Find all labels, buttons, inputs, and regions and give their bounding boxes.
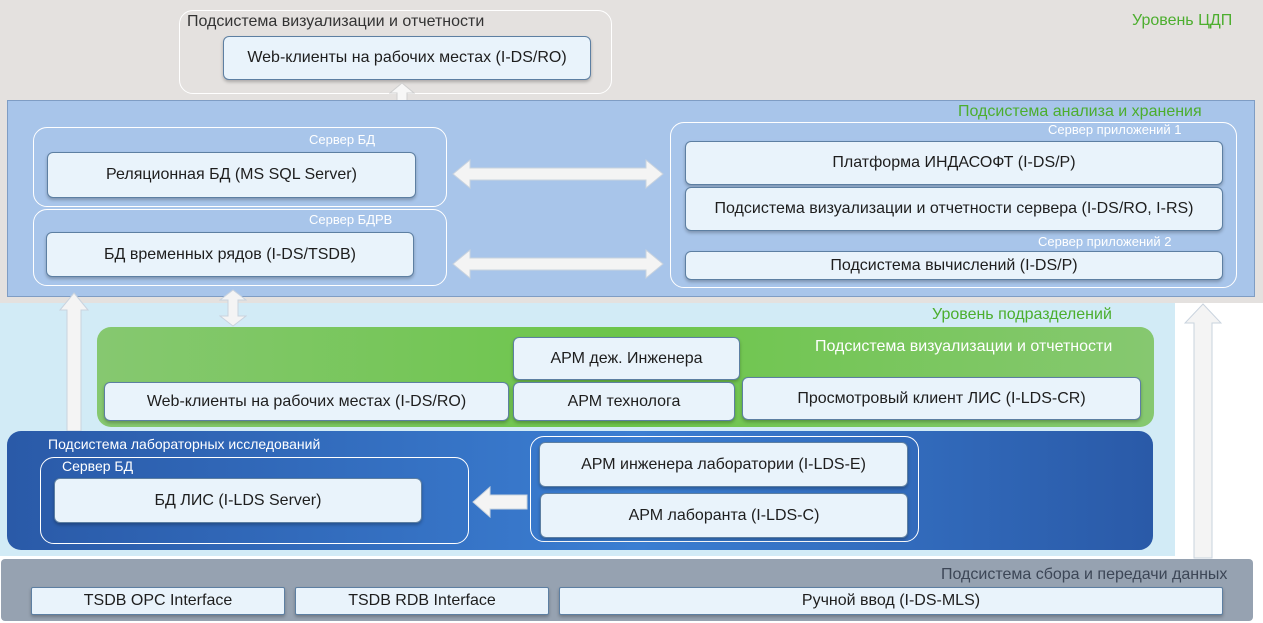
- double-arrow-vertical: [219, 289, 247, 327]
- tsdb-box: БД временных рядов (I-DS/TSDB): [46, 232, 414, 277]
- right-up-arrow: [1184, 303, 1222, 559]
- div-viz-title: Подсистема визуализации и отчетности: [815, 338, 1113, 355]
- db-server-label: Сервер БД: [309, 132, 376, 147]
- top-web-clients-box: Web-клиенты на рабочих местах (I-DS/RO): [223, 36, 591, 80]
- cdp-level-label: Уровень ЦДП: [1132, 12, 1233, 29]
- platform-box: Платформа ИНДАСОФТ (I-DS/P): [685, 141, 1223, 185]
- left-up-arrow: [59, 292, 89, 432]
- arm-duty-box: АРМ деж. Инженера: [513, 337, 740, 380]
- server-viz-box: Подсистема визуализации и отчетности сер…: [685, 187, 1223, 231]
- viewer-client-box: Просмотровый клиент ЛИС (I-LDS-CR): [742, 377, 1141, 420]
- relational-db-box: Реляционная БД (MS SQL Server): [47, 152, 416, 198]
- double-arrow-db-app1: [452, 158, 664, 190]
- lab-title: Подсистема лабораторных исследований: [48, 436, 321, 452]
- arm-tech-box: АРМ технолога: [513, 382, 735, 421]
- calc-box: Подсистема вычислений (I-DS/P): [685, 251, 1223, 280]
- lab-arm-group: [530, 436, 919, 542]
- rtdb-server-label: Сервер БДРВ: [309, 212, 393, 227]
- app-server2-label: Сервер приложений 2: [1038, 234, 1172, 249]
- analysis-title: Подсистема анализа и хранения: [958, 103, 1202, 120]
- app-servers-group: [670, 122, 1237, 288]
- arm-lab-assistant-box: АРМ лаборанта (I-LDS-C): [540, 493, 908, 538]
- top-viz-title: Подсистема визуализации и отчетности: [187, 13, 485, 30]
- db-server-group: [33, 127, 447, 207]
- lab-db-server-label: Сервер БД: [62, 458, 134, 474]
- double-arrow-rtdb-app2: [452, 248, 664, 280]
- app-server1-label: Сервер приложений 1: [1048, 122, 1182, 137]
- opc-interface-box: TSDB OPC Interface: [31, 587, 285, 615]
- arm-lab-engineer-box: АРМ инженера лаборатории (I-LDS-E): [539, 442, 908, 487]
- rtdb-server-group: [33, 209, 447, 286]
- collection-title: Подсистема сбора и передачи данных: [941, 566, 1228, 583]
- divisions-level-label: Уровень подразделений: [932, 306, 1112, 323]
- rdb-interface-box: TSDB RDB Interface: [295, 587, 549, 615]
- arrow-left-to-lis-db: [472, 486, 528, 518]
- lis-db-box: БД ЛИС (I-LDS Server): [54, 478, 422, 523]
- div-web-clients-box: Web-клиенты на рабочих местах (I-DS/RO): [104, 382, 509, 421]
- manual-input-box: Ручной ввод (I-DS-MLS): [559, 587, 1223, 615]
- lab-db-server-group: [40, 457, 469, 544]
